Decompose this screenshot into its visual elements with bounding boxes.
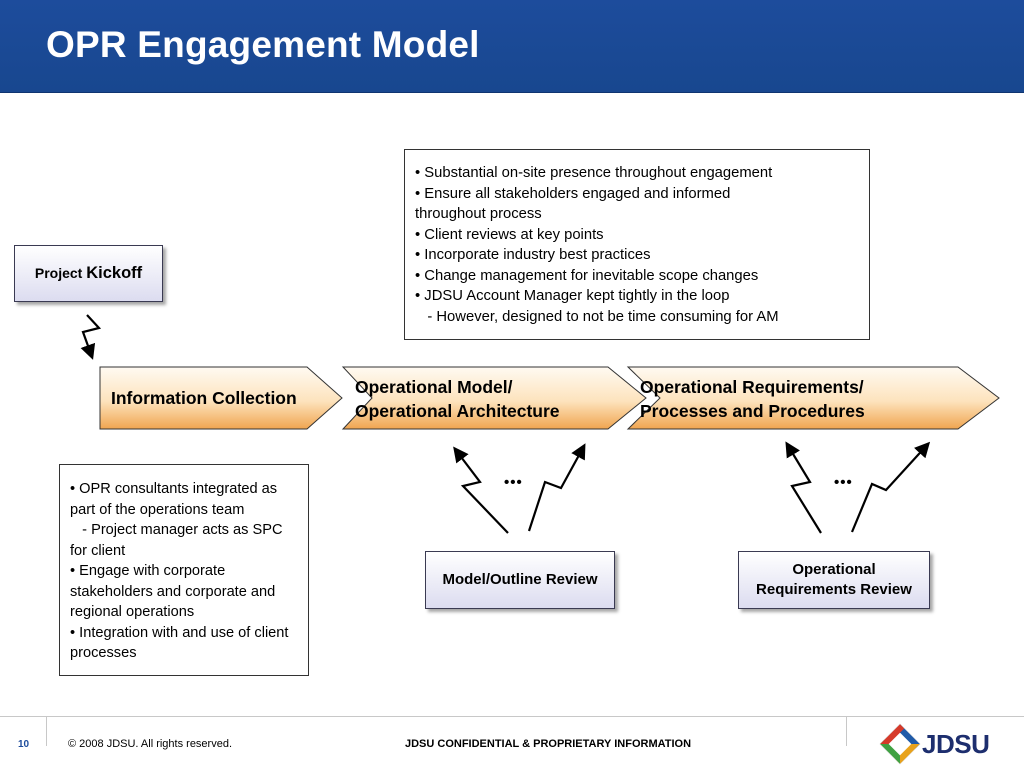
model-review-ellipsis: ••• — [504, 474, 523, 491]
page-title: OPR Engagement Model — [46, 24, 480, 65]
phase-chevron-information-collection — [99, 366, 343, 430]
team-note: • Integration with and use of client pro… — [70, 624, 289, 662]
team-note: • Engage with corporate stakeholders and… — [70, 563, 276, 620]
phase-chevron-operational-requirements — [626, 366, 1000, 430]
operational-requirements-review-box: Operational Requirements Review — [738, 551, 930, 609]
footer-divider — [0, 716, 1024, 717]
footer-copyright: © 2008 JDSU. All rights reserved. — [68, 738, 233, 750]
footer-confidential: JDSU CONFIDENTIAL & PROPRIETARY INFORMAT… — [405, 738, 692, 750]
model-review-feedback-arrow-left — [453, 446, 509, 534]
phase-label-operational-model: Operational Model/ Operational Architect… — [355, 377, 560, 421]
engagement-note: • JDSU Account Manager kept tightly in t… — [415, 288, 730, 304]
footer-divider-tick — [46, 716, 47, 746]
engagement-note: • Client reviews at key points — [415, 226, 604, 243]
engagement-note: throughout process — [415, 206, 542, 222]
engagement-note: • Change management for inevitable scope… — [415, 267, 759, 284]
title-bar: OPR Engagement Model — [0, 0, 1024, 93]
engagement-note: • Ensure all stakeholders engaged and in… — [415, 185, 731, 202]
phase-chevron-operational-model — [341, 366, 647, 430]
engagement-note: - However, designed to not be time consu… — [415, 308, 779, 325]
project-kickoff-label-big: Kickoff — [86, 264, 143, 282]
project-kickoff-box: Project Kickoff — [14, 245, 163, 302]
footer-page-number: 10 — [18, 739, 30, 750]
phase-label-operational-requirements: Operational Requirements/ Processes and … — [640, 377, 865, 421]
project-kickoff-label-small: Project — [34, 265, 87, 281]
model-review-feedback-arrow-right — [527, 443, 586, 532]
jdsu-logo-text: JDSU — [922, 729, 990, 759]
model-outline-review-box: Model/Outline Review — [425, 551, 615, 609]
team-note: - Project manager acts as SPC for client — [70, 522, 287, 559]
engagement-notes-box: • Substantial on-site presence throughou… — [404, 149, 870, 340]
engagement-note: • Substantial on-site presence throughou… — [415, 165, 773, 181]
team-integration-notes-box: • OPR consultants integrated as part of … — [59, 464, 309, 676]
requirements-review-feedback-arrow-right — [850, 441, 931, 533]
kickoff-connector-arrow — [80, 314, 102, 360]
team-note: • OPR consultants integrated as part of … — [70, 481, 278, 518]
requirements-review-feedback-arrow-left — [785, 441, 822, 534]
engagement-note: • Incorporate industry best practices — [415, 247, 651, 263]
phase-label-information-collection: Information Collection — [111, 388, 297, 408]
footer-divider-tick — [846, 716, 847, 746]
requirements-review-ellipsis: ••• — [834, 474, 853, 491]
jdsu-logo-mark — [879, 723, 921, 765]
